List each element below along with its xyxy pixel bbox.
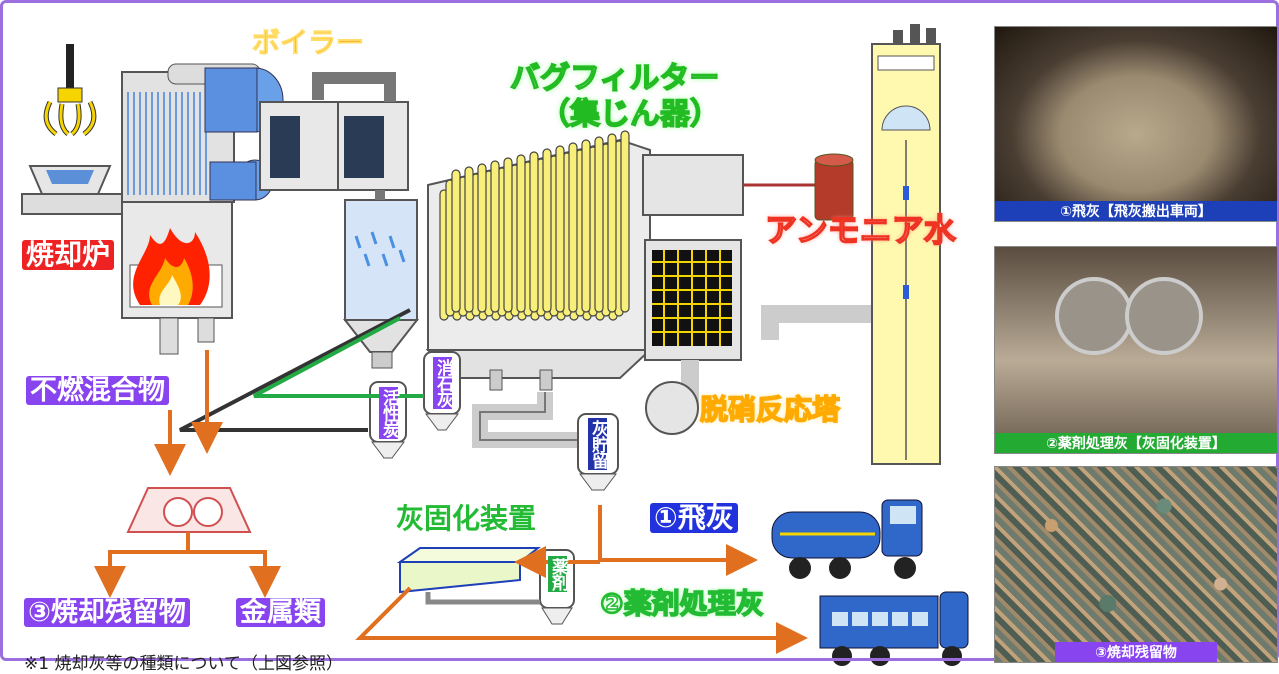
crane-claw-icon bbox=[43, 44, 97, 136]
boiler bbox=[121, 63, 409, 203]
activated-carbon-line bbox=[179, 308, 411, 432]
cooling-tower bbox=[342, 190, 420, 369]
filter-bag bbox=[568, 142, 578, 313]
treated-ash-photo-caption: ②薬剤処理灰【灰固化装置】 bbox=[995, 433, 1277, 453]
slaked-lime-label: 消石灰 bbox=[433, 357, 453, 409]
filter-bag bbox=[477, 163, 487, 313]
grate-separator bbox=[126, 487, 252, 533]
activated-carbon-label: 活性炭 bbox=[379, 387, 399, 439]
filter-bag bbox=[503, 157, 513, 313]
residue-photo: ③焼却残留物 bbox=[994, 466, 1278, 663]
flow-arrows bbox=[94, 350, 808, 654]
treated-ash-photo: ②薬剤処理灰【灰固化装置】 bbox=[994, 246, 1278, 454]
denitration-tower-label: 脱硝反応塔 bbox=[699, 393, 841, 426]
chimney bbox=[871, 24, 941, 465]
filter-bag bbox=[516, 154, 526, 313]
ammonia-water-label: アンモニア水 bbox=[764, 211, 956, 249]
incinerator-label: 焼却炉 bbox=[22, 240, 115, 270]
footnote: ※1 焼却灰等の種類について（上図参照） bbox=[24, 654, 343, 674]
filter-bag bbox=[464, 166, 474, 313]
filter-bag bbox=[594, 136, 604, 313]
filter-bag bbox=[620, 130, 630, 313]
chemical-label: 薬剤 bbox=[548, 556, 568, 592]
boiler-label: ボイラー bbox=[248, 28, 369, 58]
ammonia-tank bbox=[814, 153, 854, 221]
ash-solidifier-label: 灰固化装置 bbox=[396, 502, 537, 535]
ash-storage-label: 灰貯留 bbox=[588, 418, 608, 470]
roller-left bbox=[1055, 277, 1133, 355]
filter-bag bbox=[542, 148, 552, 313]
fly-ash-photo: ①飛灰【飛灰搬出車両】 bbox=[994, 26, 1278, 222]
roller-right bbox=[1125, 277, 1203, 355]
residue-label: ③焼却残留物 bbox=[24, 598, 190, 627]
bag-filter-label-1: バグフィルター bbox=[509, 61, 720, 96]
slaked-lime-line bbox=[253, 316, 424, 398]
residue-photo-caption: ③焼却残留物 bbox=[1055, 642, 1217, 662]
treated-ash-label: ②薬剤処理灰 bbox=[599, 587, 764, 620]
fire-icon bbox=[133, 228, 210, 305]
incombustibles-label: 不燃混合物 bbox=[26, 376, 169, 405]
fly-ash-label: ①飛灰 bbox=[650, 503, 738, 533]
denitration-tower bbox=[642, 154, 880, 435]
fly-ash-photo-caption: ①飛灰【飛灰搬出車両】 bbox=[995, 201, 1277, 221]
bag-filter bbox=[425, 130, 653, 448]
bag-filter-label-2: （集じん器） bbox=[539, 97, 721, 132]
filter-bag bbox=[581, 139, 591, 313]
ash-solidifier bbox=[396, 546, 541, 605]
filter-bag bbox=[451, 169, 461, 313]
filter-bag bbox=[555, 145, 565, 313]
dump-truck-icon bbox=[819, 591, 969, 666]
filter-bag bbox=[490, 160, 500, 313]
filter-bag bbox=[529, 151, 539, 313]
tanker-truck-icon bbox=[771, 499, 923, 579]
metals-label: 金属類 bbox=[236, 598, 325, 627]
waste-hopper bbox=[21, 165, 131, 215]
filter-bag bbox=[607, 133, 617, 313]
